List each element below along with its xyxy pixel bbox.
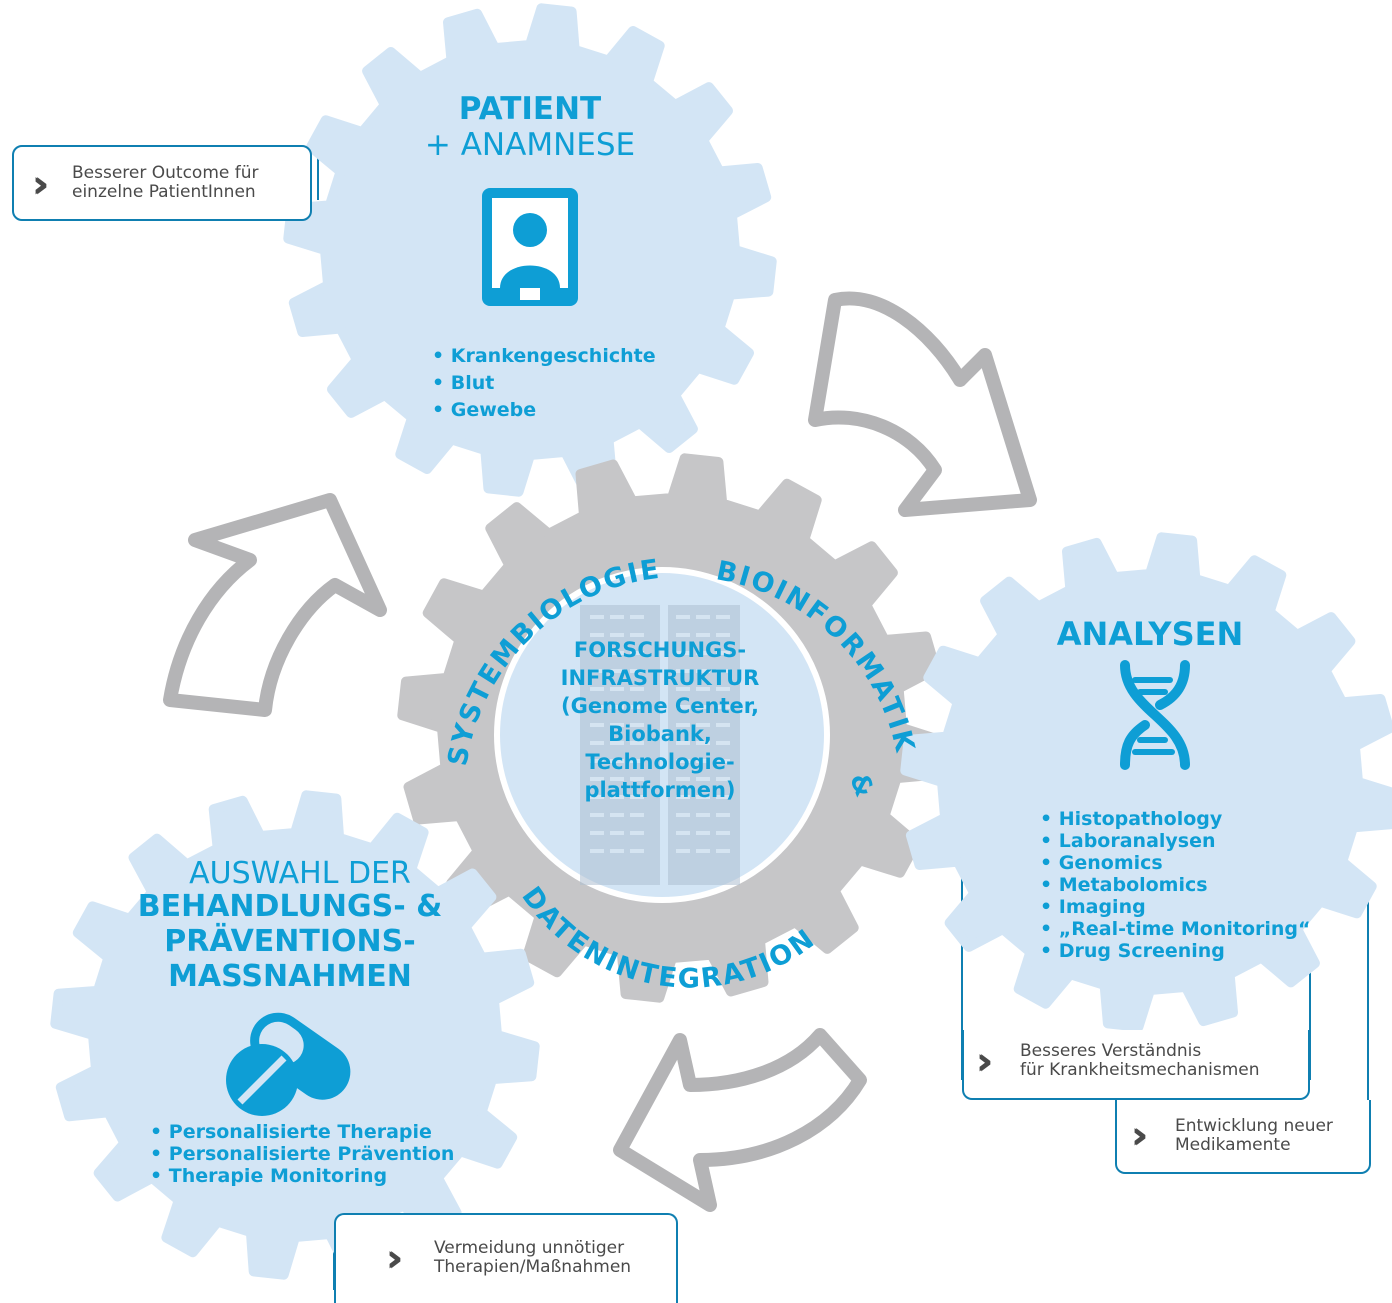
- center-infrastructure-text: FORSCHUNGS- INFRASTRUKTUR (Genome Center…: [525, 636, 795, 804]
- list-item: Personalisierte Therapie: [150, 1121, 454, 1143]
- list-item: Imaging: [1040, 896, 1311, 918]
- auswahl-list: Personalisierte Therapie Personalisierte…: [150, 1121, 455, 1187]
- patient-list: Krankengeschichte Blut Gewebe: [432, 343, 656, 424]
- callout-vermeidung: ›› Vermeidung unnötiger Therapien/Maßnah…: [334, 1213, 678, 1303]
- callout-line: einzelne PatientInnen: [72, 182, 256, 202]
- list-item: „Real-time Monitoring“: [1040, 918, 1311, 940]
- list-item: Genomics: [1040, 852, 1311, 874]
- callout-line: Medikamente: [1175, 1135, 1291, 1155]
- list-item: Laboranalysen: [1040, 830, 1311, 852]
- list-item: Therapie Monitoring: [150, 1165, 454, 1187]
- callout-outcome: ›› Besserer Outcome für einzelne Patient…: [12, 145, 312, 221]
- center-line: FORSCHUNGS-: [573, 638, 747, 662]
- center-inner-disc: [494, 567, 830, 903]
- arrow-top-right: [808, 291, 1037, 517]
- auswahl-line-2: BEHANDLUNGS- &: [137, 889, 443, 924]
- double-chevron-icon: ››: [1131, 1113, 1150, 1157]
- server-rack-icon: [580, 605, 740, 885]
- center-line: INFRASTRUKTUR: [560, 666, 760, 690]
- list-item: Metabolomics: [1040, 874, 1311, 896]
- callout-verstaendnis: ›› Besseres Verständnis für Krankheitsme…: [962, 1030, 1310, 1100]
- patient-title: PATIENT: [458, 91, 602, 127]
- center-line: Biobank,: [608, 722, 712, 746]
- patient-portrait-icon: [482, 188, 578, 306]
- double-chevron-icon: ››: [976, 1039, 995, 1083]
- callout-line: Therapien/Maßnahmen: [434, 1257, 632, 1277]
- callout-line: für Krankheitsmechanismen: [1020, 1060, 1260, 1080]
- pills-icon: [226, 1012, 351, 1116]
- center-line: Technologie-: [585, 750, 735, 774]
- center-line: plattformen): [584, 778, 736, 802]
- auswahl-line-1: AUSWAHL DER: [189, 856, 411, 891]
- list-item: Personalisierte Prävention: [150, 1143, 455, 1165]
- auswahl-line-3: PRÄVENTIONS-: [164, 924, 416, 959]
- analysen-title: ANALYSEN: [1056, 615, 1244, 653]
- callout-line: Besserer Outcome für: [72, 163, 259, 183]
- double-chevron-icon: ››: [386, 1236, 405, 1280]
- callout-line: Vermeidung unnötiger: [434, 1238, 625, 1258]
- list-item: Gewebe: [432, 397, 656, 424]
- list-item: Krankengeschichte: [432, 343, 656, 370]
- center-line: (Genome Center,: [560, 694, 760, 718]
- patient-subtitle: + ANAMNESE: [424, 127, 636, 163]
- auswahl-line-4: MASSNAHMEN: [168, 959, 412, 994]
- list-item: Histopathology: [1040, 808, 1311, 830]
- double-chevron-icon: ››: [32, 162, 51, 206]
- list-item: Blut: [432, 370, 656, 397]
- analysen-list: Histopathology Laboranalysen Genomics Me…: [1040, 808, 1311, 962]
- arrow-left: [163, 493, 387, 717]
- dna-icon: [1120, 660, 1190, 770]
- list-item: Drug Screening: [1040, 940, 1311, 962]
- arrow-bottom: [613, 1028, 867, 1212]
- callout-medikamente: ›› Entwicklung neuer Medikamente: [1115, 1100, 1371, 1174]
- callout-line: Besseres Verständnis: [1020, 1041, 1202, 1061]
- callout-line: Entwicklung neuer: [1175, 1116, 1333, 1136]
